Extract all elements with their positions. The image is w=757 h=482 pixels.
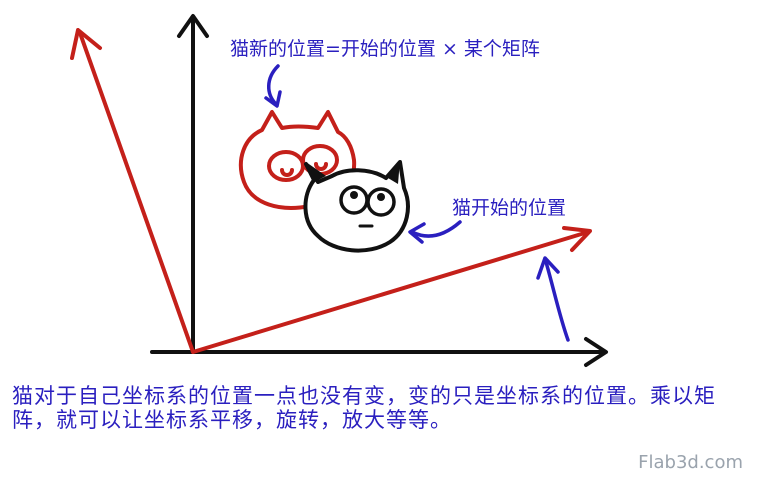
original-x-arrowhead <box>584 337 608 367</box>
pointer-to-transformed-axis-head <box>536 256 560 280</box>
transformed-y-axis <box>78 31 195 354</box>
caption-text: 猫对于自己坐标系的位置一点也没有变，变的只是坐标系的位置。乘以矩阵，就可以让坐标… <box>12 384 716 432</box>
pointer-to-transformed-axis <box>544 260 570 342</box>
watermark: Flab3d.com <box>638 452 743 473</box>
cat-start-position <box>303 160 410 253</box>
original-y-arrowhead <box>177 14 209 38</box>
transformed-x-arrowhead <box>562 226 592 252</box>
pointer-to-new-cat <box>267 64 280 106</box>
transformed-x-axis <box>191 230 590 354</box>
pointer-to-start-cat <box>410 220 462 238</box>
original-axes <box>150 14 608 367</box>
pointer-to-start-cat-head <box>408 222 426 244</box>
pointer-to-new-cat-head <box>264 90 282 108</box>
transformed-axes <box>70 28 592 354</box>
annotation-pointers <box>264 64 570 342</box>
transformed-y-arrowhead <box>70 28 102 60</box>
label-start-position: 猫开始的位置 <box>452 197 567 219</box>
label-new-position: 猫新的位置=开始的位置 × 某个矩阵 <box>230 38 540 60</box>
